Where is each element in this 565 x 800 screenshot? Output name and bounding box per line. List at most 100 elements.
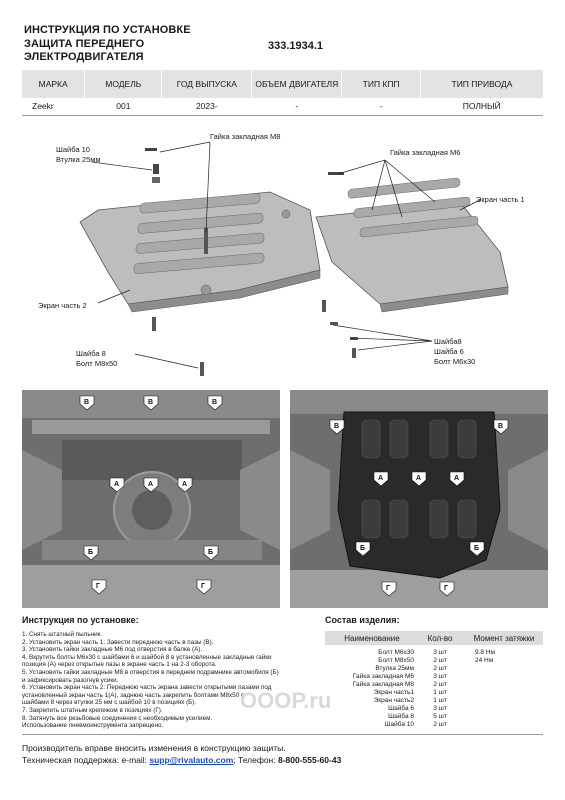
label-screen-1: Экран часть 1 bbox=[476, 195, 525, 204]
label-nut-m8: Гайка закладная М8 bbox=[210, 132, 280, 141]
kit-item-name: Болт М6х30 bbox=[378, 648, 414, 656]
instruction-step: 5. Установить гайки закладные М8 в отвер… bbox=[22, 668, 279, 676]
kit-item-qty: 1 шт bbox=[433, 688, 447, 696]
marker-b-3: Б bbox=[360, 545, 365, 552]
spec-header: ТИП ПРИВОДА bbox=[420, 70, 543, 98]
product-code: 333.1934.1 bbox=[268, 40, 324, 52]
spec-cell: 2023- bbox=[161, 98, 252, 116]
underbody-before-drawing: В В В А А А Б Б Г Г bbox=[22, 390, 280, 608]
photo-underbody-before: В В В А А А Б Б Г Г bbox=[22, 390, 280, 608]
label-washer-8: Шайба 8 bbox=[76, 349, 106, 358]
watermark: OOOP.ru bbox=[240, 688, 332, 713]
spec-header: МАРКА bbox=[22, 70, 86, 98]
spec-header: ГОД ВЫПУСКА bbox=[161, 70, 253, 98]
label-washer8b: Шайба8 bbox=[434, 337, 462, 346]
marker-v-3: В bbox=[212, 399, 217, 406]
kit-item-name: Шайба 10 bbox=[384, 720, 414, 728]
label-screen-2: Экран часть 2 bbox=[38, 301, 87, 310]
spec-cell: - bbox=[341, 98, 421, 116]
kit-item-name: Шайба 6 bbox=[388, 704, 414, 712]
screen-part-1-plate bbox=[315, 177, 509, 313]
phone-label: ; Телефон: bbox=[233, 755, 278, 765]
label-bolt-m8: Болт М8х50 bbox=[76, 359, 117, 368]
marker-a-6: А bbox=[454, 475, 459, 482]
spec-header-row: МАРКА МОДЕЛЬ ГОД ВЫПУСКА ОБЪЕМ ДВИГАТЕЛЯ… bbox=[22, 70, 543, 98]
kit-item-name: Болт М8х50 bbox=[378, 656, 414, 664]
instructions-title: Инструкция по установке: bbox=[22, 615, 139, 625]
instruction-step: 3. Установить гайки закладные М6 под отв… bbox=[22, 646, 203, 654]
support-email-link[interactable]: supp@rivalauto.com bbox=[149, 755, 234, 765]
kit-item-qty: 2 шт bbox=[433, 656, 447, 664]
marker-a-3: А bbox=[182, 481, 187, 488]
kit-item-name: Втулка 25мм bbox=[375, 664, 414, 672]
spec-cell: ПОЛНЫЙ bbox=[420, 98, 543, 116]
support-label: Техническая поддержка: e-mail: bbox=[22, 755, 150, 765]
spec-header: МОДЕЛЬ bbox=[84, 70, 163, 98]
instruction-step: Использование пневмоинструмента запрещен… bbox=[22, 722, 164, 730]
assembly-diagram: Шайба 10 Втулка 25мм Гайка закладная М8 … bbox=[38, 132, 525, 376]
kit-contents: Состав изделия: Наименование Кол-во Моме… bbox=[325, 615, 543, 728]
footer-notice: Производитель вправе вносить изменения в… bbox=[22, 743, 286, 753]
footer-divider bbox=[22, 734, 543, 735]
kit-item-name: Гайка закладная М8 bbox=[352, 680, 414, 688]
instructions-steps: 1. Снять штатный пыльник. 2. Установить … bbox=[22, 631, 312, 730]
spec-header: ОБЪЕМ ДВИГАТЕЛЯ bbox=[251, 70, 343, 98]
instruction-step: 2. Установить экран часть 1: Завести пер… bbox=[22, 638, 214, 646]
spec-cell: - bbox=[251, 98, 342, 116]
underbody-after-drawing: В В А А А Б Б Г Г bbox=[290, 390, 548, 608]
marker-v-4: В bbox=[334, 423, 339, 430]
kit-item-qty: 2 шт bbox=[433, 664, 447, 672]
vehicle-spec-table: МАРКА МОДЕЛЬ ГОД ВЫПУСКА ОБЪЕМ ДВИГАТЕЛЯ… bbox=[22, 70, 543, 116]
leader-lines bbox=[91, 141, 481, 369]
spec-cell: Zeekr bbox=[22, 98, 85, 116]
marker-g-3: Г bbox=[386, 585, 390, 592]
installation-instructions: Инструкция по установке: 1. Снять штатны… bbox=[22, 615, 312, 730]
title-line-2: ЗАЩИТА ПЕРЕДНЕГО bbox=[24, 37, 145, 50]
kit-item-name: Гайка закладная М6 bbox=[352, 672, 414, 680]
instruction-step: установленный экран часть 1(А), заднюю ч… bbox=[22, 691, 245, 699]
title-line-3: ЭЛЕКТРОДВИГАТЕЛЯ bbox=[24, 51, 144, 63]
label-bolt-m6: Болт М6х30 bbox=[434, 357, 475, 366]
instruction-step: 8. Затянуть все резьбовые соединения с н… bbox=[22, 714, 213, 722]
marker-a-1: А bbox=[114, 481, 119, 488]
label-sleeve-25: Втулка 25мм bbox=[56, 155, 101, 164]
footer-support: Техническая поддержка: e-mail: supp@riva… bbox=[22, 754, 341, 766]
kit-item-torque: 9.8 Нм bbox=[475, 648, 496, 656]
spec-header: ТИП КПП bbox=[341, 70, 421, 98]
kit-item-qty: 2 шт bbox=[433, 720, 447, 728]
marker-g-2: Г bbox=[201, 583, 205, 590]
kit-item-name: Шайба 8 bbox=[388, 712, 414, 720]
label-nut-m6: Гайка закладная М6 bbox=[390, 148, 460, 157]
screen-part-2-plate bbox=[79, 191, 321, 313]
marker-g-4: Г bbox=[444, 585, 448, 592]
spec-row: Zeekr 001 2023- - - ПОЛНЫЙ bbox=[22, 98, 543, 116]
kit-header-qty: Кол-во bbox=[427, 633, 453, 643]
kit-item-qty: 3 шт bbox=[433, 648, 447, 656]
marker-v-2: В bbox=[148, 399, 153, 406]
instruction-step: шайбами 8 через втулки 25 мм с шайбой 10… bbox=[22, 699, 197, 707]
photo-underbody-after: В В А А А Б Б Г Г bbox=[290, 390, 548, 608]
label-washer-6: Шайба 6 bbox=[434, 347, 464, 356]
footer: Производитель вправе вносить изменения в… bbox=[22, 742, 341, 766]
support-phone: 8-800-555-60-43 bbox=[277, 755, 342, 765]
label-washer-10: Шайба 10 bbox=[56, 145, 90, 154]
kit-header-row: Наименование Кол-во Момент затяжки bbox=[325, 631, 543, 645]
kit-row: Втулка 25мм 2 шт bbox=[325, 664, 543, 672]
kit-item-qty: 1 шт bbox=[433, 696, 447, 704]
marker-g-1: Г bbox=[96, 583, 100, 590]
marker-a-2: А bbox=[148, 481, 153, 488]
marker-b-1: Б bbox=[88, 549, 93, 556]
title-line-1: ИНСТРУКЦИЯ ПО УСТАНОВКЕ bbox=[24, 24, 191, 36]
kit-item-qty: 3 шт bbox=[433, 704, 447, 712]
marker-a-4: А bbox=[378, 475, 383, 482]
fasteners bbox=[145, 148, 358, 376]
marker-v-1: В bbox=[84, 399, 89, 406]
kit-header-torque: Момент затяжки bbox=[473, 633, 535, 643]
instruction-step: 6. Установить экран часть 2: Переднюю ча… bbox=[22, 684, 272, 692]
